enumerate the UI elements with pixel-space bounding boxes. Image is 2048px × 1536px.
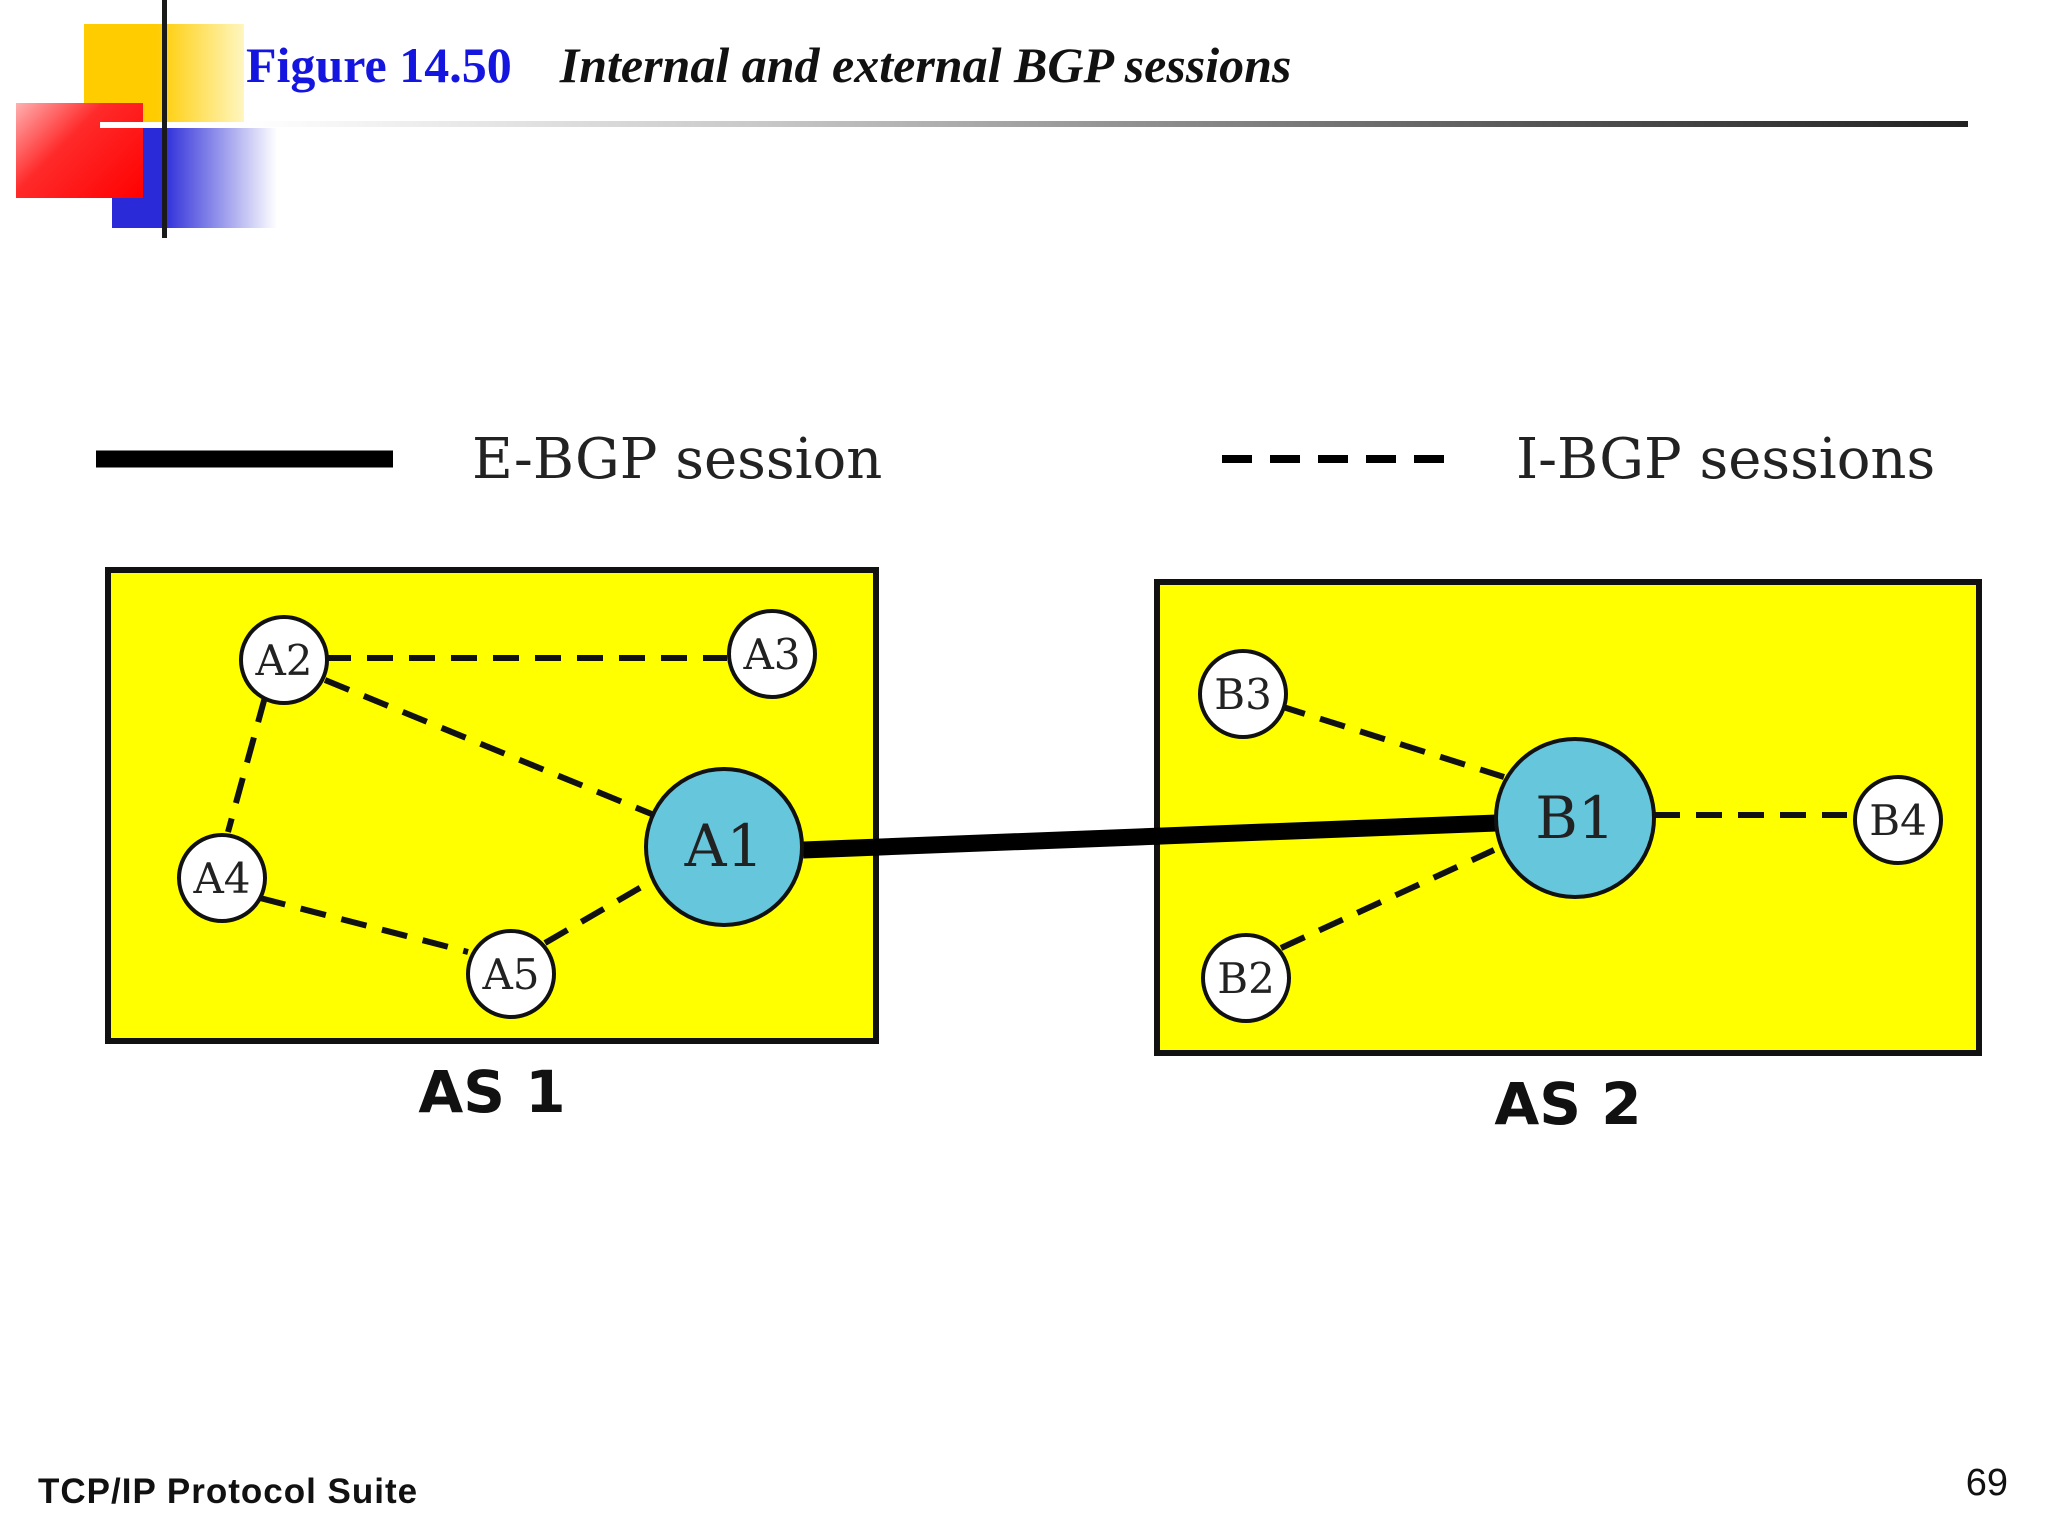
node-a5: A5: [466, 929, 556, 1019]
as2-label: AS 2: [1494, 1070, 1641, 1138]
node-a1-circle: [644, 767, 804, 927]
slide-title: Figure 14.50 Internal and external BGP se…: [246, 36, 1291, 94]
ebgp-a1-b1: [802, 814, 1498, 859]
node-b2: B2: [1201, 933, 1291, 1023]
node-a1: A1: [644, 767, 804, 927]
node-a2-label: A2: [254, 636, 312, 685]
node-a3-circle: [727, 609, 817, 699]
ibgp-a2-a4: [225, 696, 268, 833]
node-a4-circle: [177, 833, 267, 923]
node-a1-label: A1: [684, 812, 764, 880]
node-a4-label: A4: [192, 854, 250, 903]
footer-book-title: TCP/IP Protocol Suite: [38, 1472, 419, 1511]
ibgp-a4-a5: [259, 895, 469, 955]
node-b2-label: B2: [1217, 954, 1275, 1003]
node-b3-label: B3: [1214, 670, 1272, 719]
legend-ibgp-label: I-BGP sessions: [1516, 427, 1935, 492]
node-b1-label: B1: [1535, 784, 1615, 852]
node-b1-circle: [1494, 737, 1656, 899]
node-a2-circle: [239, 615, 329, 705]
node-b3-circle: [1198, 649, 1288, 739]
figure-number: Figure 14.50: [246, 37, 512, 93]
title-rule: [248, 121, 1968, 127]
node-b2-circle: [1201, 933, 1291, 1023]
legend-ebgp-label: E-BGP session: [472, 427, 882, 492]
figure-caption: Internal and external BGP sessions: [559, 37, 1292, 93]
node-b4-label: B4: [1869, 796, 1927, 845]
node-a3-label: A3: [742, 630, 800, 679]
node-b4: B4: [1853, 775, 1943, 865]
page-number: 69: [1965, 1462, 2008, 1504]
ibgp-a2-a1: [323, 677, 656, 818]
node-a5-circle: [466, 929, 556, 1019]
node-b3: B3: [1198, 649, 1288, 739]
node-a3: A3: [727, 609, 817, 699]
node-b1: B1: [1494, 737, 1656, 899]
decor-white-strip: [100, 122, 280, 128]
node-b4-circle: [1853, 775, 1943, 865]
node-a2: A2: [239, 615, 329, 705]
decor-red-block: [16, 103, 143, 198]
node-a4: A4: [177, 833, 267, 923]
node-a5-label: A5: [481, 950, 539, 999]
ibgp-a5-a1: [543, 879, 652, 946]
decor-vertical-line: [162, 0, 167, 238]
as1-label: AS 1: [418, 1058, 565, 1126]
